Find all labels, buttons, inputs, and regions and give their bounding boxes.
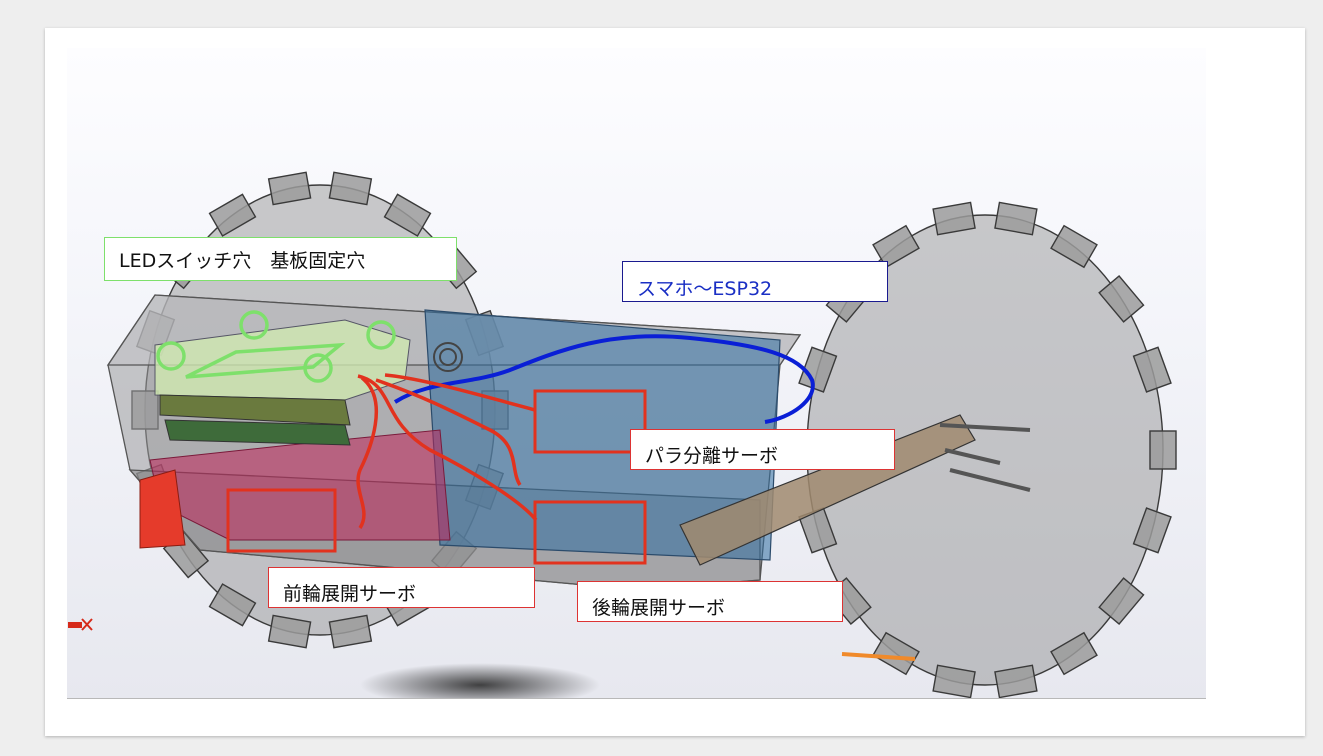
- front-servo-label-text: 前輪展開サーボ: [283, 583, 417, 605]
- wheel-tooth: [1132, 507, 1172, 554]
- spool: [433, 342, 463, 372]
- para-servo-label-text: パラ分離サーボ: [645, 445, 779, 467]
- wheel-tooth: [994, 664, 1038, 698]
- wheel-tooth: [872, 224, 920, 269]
- rear-servo-label: 後輪展開サーボ: [577, 581, 843, 622]
- wheel-tooth: [328, 614, 373, 649]
- wheel-tooth: [267, 614, 312, 649]
- wheel-tooth: [1050, 631, 1098, 676]
- rear-servo-label-text: 後輪展開サーボ: [592, 597, 726, 619]
- wheel-tooth: [872, 631, 920, 676]
- front-bracket: [139, 469, 186, 549]
- circuit-board: [154, 319, 411, 446]
- rear-rail: [679, 414, 1031, 566]
- led-holes-annotation: [156, 310, 396, 383]
- servo-boxes-annotation: [226, 389, 647, 565]
- para-servo-label: パラ分離サーボ: [630, 429, 895, 470]
- wheel-tooth: [208, 583, 257, 627]
- phone-esp-cable-annotation: [393, 334, 815, 424]
- servo-cables-annotation: [356, 373, 538, 529]
- wheel-tooth: [1050, 224, 1098, 269]
- wheel-tooth: [383, 193, 432, 237]
- wheel-tooth: [1132, 346, 1172, 393]
- wheel-tooth: [328, 171, 373, 206]
- ground-shadow: [360, 663, 600, 698]
- phone-esp-label: スマホ〜ESP32: [622, 261, 888, 302]
- wheel-tooth: [267, 171, 312, 206]
- wheel-tooth: [208, 193, 257, 237]
- wheel-tooth: [994, 201, 1038, 236]
- orange-marker: [841, 652, 916, 661]
- wheel-tooth: [1098, 577, 1145, 625]
- spool-inner: [439, 348, 457, 366]
- wheel-tooth: [932, 664, 976, 698]
- wheel-tooth: [932, 201, 976, 236]
- wheel-tooth: [1098, 275, 1145, 323]
- led-switch-label-text: LEDスイッチ穴 基板固定穴: [119, 249, 366, 272]
- wheel-tooth: [1149, 430, 1177, 470]
- front-servo-label: 前輪展開サーボ: [268, 567, 535, 608]
- origin-marker-icon: [68, 618, 93, 631]
- led-switch-label: LEDスイッチ穴 基板固定穴: [104, 237, 457, 281]
- phone-esp-label-text: スマホ〜ESP32: [637, 278, 773, 300]
